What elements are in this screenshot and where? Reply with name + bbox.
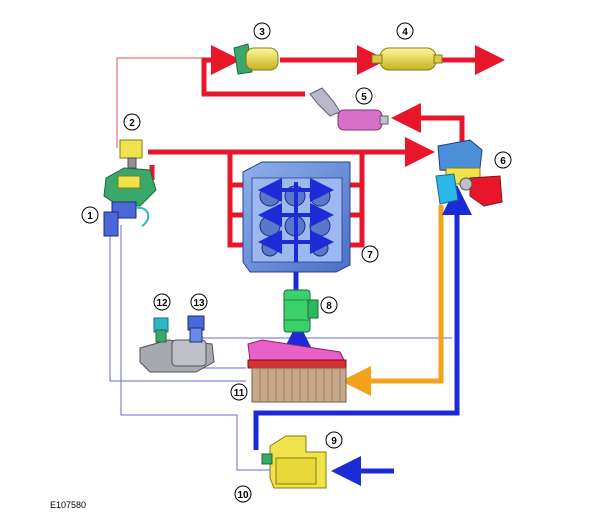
callout-9: 9 bbox=[325, 431, 343, 449]
thin-red-line bbox=[116, 57, 222, 148]
svg-text:13: 13 bbox=[193, 298, 205, 309]
callout-13: 13 bbox=[190, 293, 208, 311]
callout-8: 8 bbox=[320, 296, 338, 314]
svg-text:5: 5 bbox=[361, 92, 367, 103]
svg-text:3: 3 bbox=[259, 27, 265, 38]
particulate-filter-5 bbox=[309, 87, 389, 131]
svg-text:8: 8 bbox=[326, 301, 332, 312]
svg-text:11: 11 bbox=[234, 388, 245, 399]
callout-1: 1 bbox=[81, 206, 99, 224]
catalytic-converter-3 bbox=[233, 43, 279, 75]
vacuum-line-b bbox=[120, 225, 272, 471]
vacuum-line-a bbox=[109, 225, 246, 382]
svg-text:9: 9 bbox=[331, 436, 337, 447]
muffler-4 bbox=[371, 47, 443, 71]
callout-5: 5 bbox=[355, 87, 373, 105]
svg-text:10: 10 bbox=[237, 490, 249, 501]
callout-12: 12 bbox=[153, 293, 171, 311]
callout-3: 3 bbox=[253, 22, 271, 40]
engine-block bbox=[242, 161, 351, 273]
callout-11: 11 bbox=[230, 383, 248, 401]
callout-6: 6 bbox=[494, 151, 512, 169]
callouts: 1 2 3 4 5 6 7 8 9 10 11 12 13 bbox=[81, 22, 512, 503]
svg-text:1: 1 bbox=[87, 211, 93, 222]
exhaust-arrow-to-cat3 bbox=[201, 45, 305, 97]
svg-text:12: 12 bbox=[156, 298, 168, 309]
callout-7: 7 bbox=[361, 245, 379, 263]
callout-2: 2 bbox=[123, 113, 141, 131]
svg-text:6: 6 bbox=[500, 156, 506, 167]
svg-text:7: 7 bbox=[367, 250, 373, 261]
charge-air-arrow bbox=[341, 205, 444, 396]
turbocharger-6 bbox=[435, 139, 503, 207]
svg-text:4: 4 bbox=[402, 27, 408, 38]
throttle-body-8 bbox=[283, 289, 319, 333]
svg-text:2: 2 bbox=[129, 118, 135, 129]
intake-arrow-filter-to-turbo bbox=[253, 185, 472, 450]
callout-10: 10 bbox=[234, 485, 252, 503]
egr-valve-2 bbox=[119, 139, 143, 169]
exhaust-arrow-6-to-5 bbox=[391, 103, 465, 142]
air-filter-box-9-10 bbox=[261, 435, 327, 489]
callout-4: 4 bbox=[396, 22, 414, 40]
figure-reference: E107580 bbox=[50, 500, 86, 510]
thermostat-housing-12-13 bbox=[139, 315, 215, 373]
intake-assembly-1 bbox=[103, 167, 157, 237]
charge-air-cooler-11 bbox=[247, 339, 347, 403]
